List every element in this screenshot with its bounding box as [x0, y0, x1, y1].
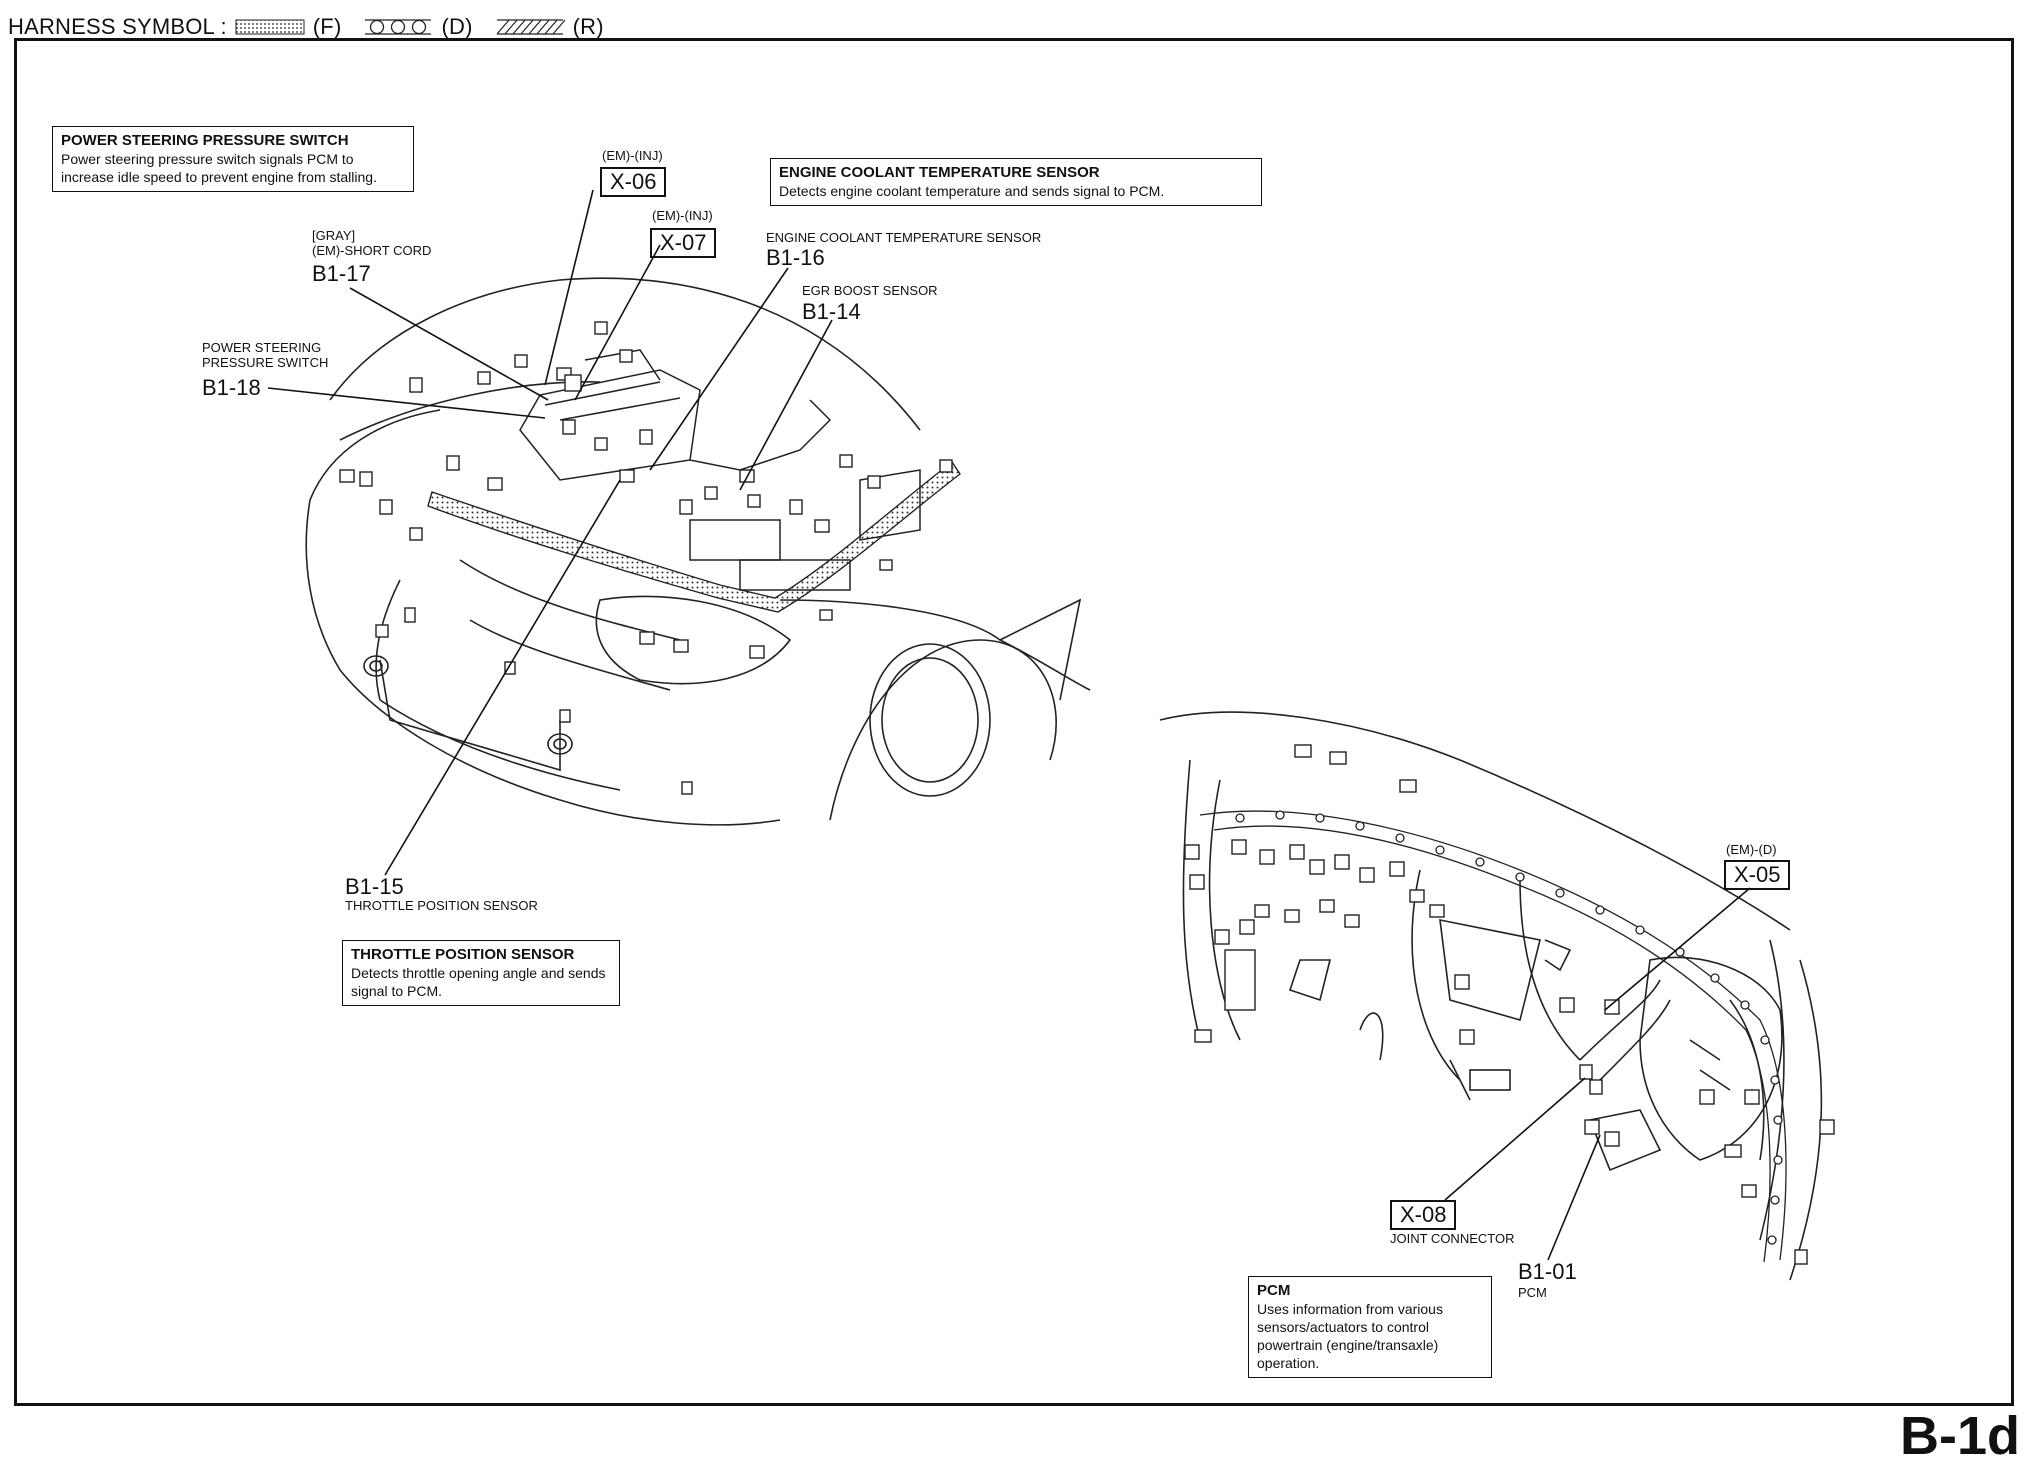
x07-tag: (EM)-(INJ) [652, 208, 713, 223]
legend-code-d: (D) [441, 14, 473, 39]
callout-title: ENGINE COOLANT TEMPERATURE SENSOR [779, 164, 1100, 181]
legend-title: HARNESS SYMBOL : [8, 14, 227, 39]
diagram-frame [14, 38, 2014, 1406]
x08-desc: JOINT CONNECTOR [1390, 1231, 1515, 1246]
callout-title: THROTTLE POSITION SENSOR [351, 946, 575, 963]
front-harness-band [427, 460, 961, 613]
callout-body: Detects engine coolant temperature and s… [779, 183, 1165, 199]
leader-lines [267, 189, 1751, 1261]
x08-code: X-08 [1390, 1200, 1457, 1230]
dotted-harness-symbol [235, 19, 305, 35]
x07-code: X-07 [650, 228, 717, 258]
engine-bay-drawing [305, 277, 1091, 826]
callout-title: PCM [1257, 1282, 1291, 1299]
b115-code: B1-15 [345, 874, 404, 899]
legend-code-f: (F) [312, 14, 342, 39]
b118-desc: POWER STEERING PRESSURE SWITCH [202, 340, 329, 370]
x06-tag: (EM)-(INJ) [602, 148, 663, 163]
callout-body: Detects throttle opening angle and sends… [351, 965, 606, 999]
b117-desc: [GRAY] (EM)-SHORT CORD [312, 228, 432, 258]
circles-harness-symbol [365, 19, 432, 35]
b116-desc: ENGINE COOLANT TEMPERATURE SENSOR [766, 230, 1042, 245]
callout-body: Power steering pressure switch signals P… [61, 151, 377, 185]
b114-code: B1-14 [802, 299, 861, 324]
callout-pcm: PCM Uses information from various sensor… [1248, 1276, 1492, 1378]
callout-power-steering-pressure-switch: POWER STEERING PRESSURE SWITCH Power ste… [52, 126, 414, 192]
dashboard-connectors [1184, 744, 1835, 1265]
callout-body: Uses information from various sensors/ac… [1257, 1301, 1443, 1371]
page-code: B-1d [1900, 1406, 2020, 1466]
b117-code: B1-17 [312, 261, 371, 286]
b114-desc: EGR BOOST SENSOR [802, 283, 938, 298]
x05-code: X-05 [1724, 860, 1791, 890]
b116-code: B1-16 [766, 245, 825, 270]
dashboard-drawing [1159, 711, 1823, 1281]
engine-bay-connectors [339, 321, 953, 795]
hatched-harness-symbol [496, 19, 565, 35]
legend-code-r: (R) [572, 14, 604, 39]
b118-code: B1-18 [202, 375, 261, 400]
b101-code: B1-01 [1518, 1259, 1577, 1284]
x05-tag: (EM)-(D) [1726, 842, 1777, 857]
callout-title: POWER STEERING PRESSURE SWITCH [61, 132, 349, 149]
callout-engine-coolant-temperature-sensor: ENGINE COOLANT TEMPERATURE SENSOR Detect… [770, 158, 1262, 206]
x06-code: X-06 [600, 167, 667, 197]
dashboard-harness-band [1199, 810, 1787, 1263]
b115-desc: THROTTLE POSITION SENSOR [345, 898, 538, 913]
b101-desc: PCM [1518, 1285, 1547, 1300]
callout-throttle-position-sensor: THROTTLE POSITION SENSOR Detects throttl… [342, 940, 620, 1006]
harness-symbol-legend: HARNESS SYMBOL : (F) (D) (R) [8, 10, 618, 44]
